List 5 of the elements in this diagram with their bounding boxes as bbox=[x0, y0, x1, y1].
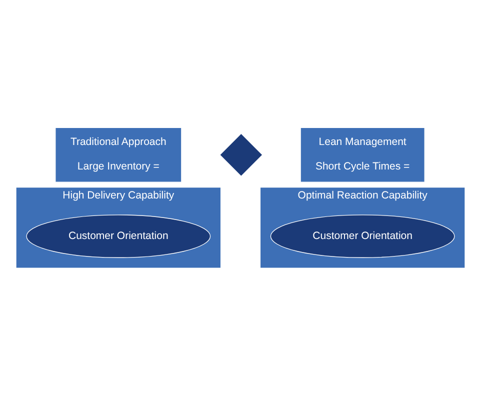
node-cross bbox=[219, 132, 263, 176]
node-box: Traditional Approach Large Inventory = bbox=[55, 126, 182, 182]
node-box: Lean Management Short Cycle Times = bbox=[300, 126, 425, 182]
node-ellipse: Customer Orientation bbox=[26, 214, 211, 258]
node-ellipse: Customer Orientation bbox=[270, 214, 455, 258]
